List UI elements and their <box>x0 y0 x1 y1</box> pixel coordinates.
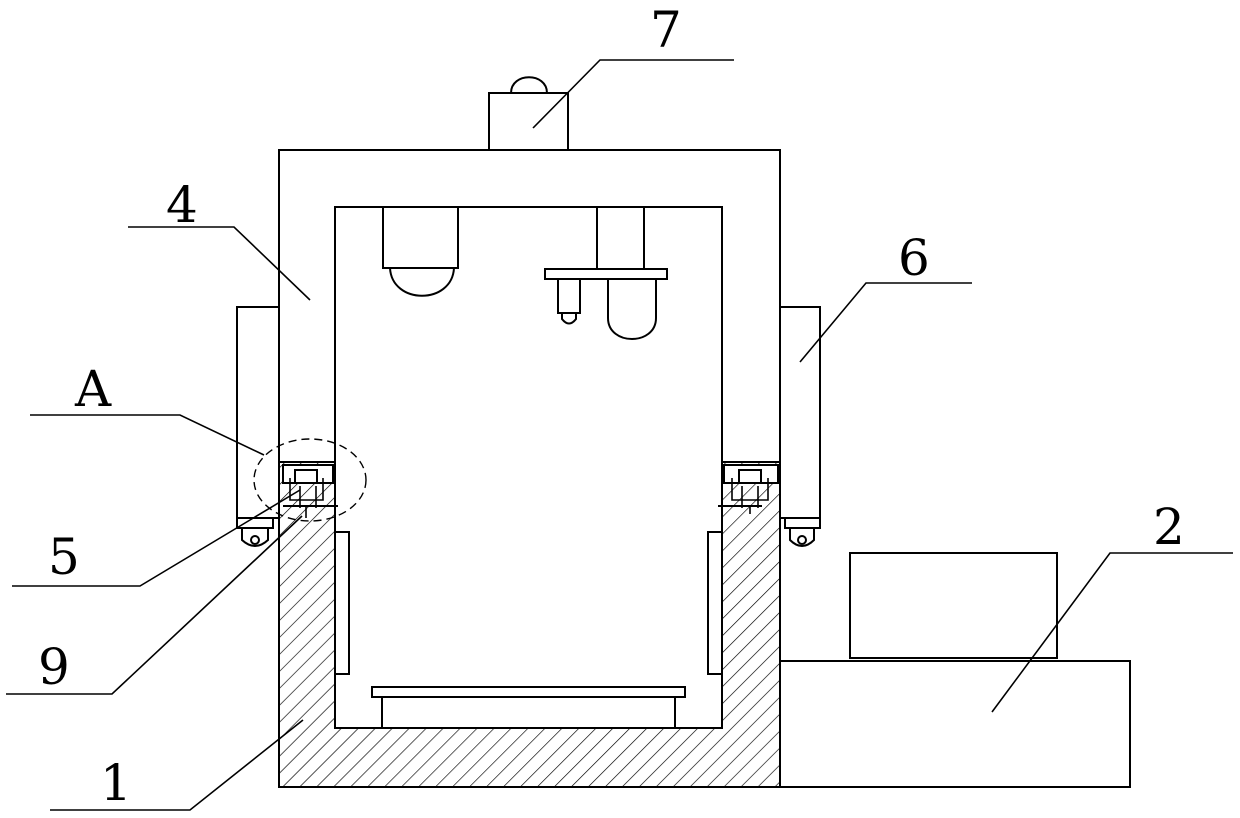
top-unit-7 <box>489 77 568 150</box>
label-7: 7 <box>650 1 682 59</box>
right-wheel <box>785 518 820 546</box>
label-1: 1 <box>100 754 132 812</box>
left-side-panel <box>237 307 279 518</box>
left-inner-slot <box>335 532 349 674</box>
label-a: A <box>74 360 112 418</box>
right-inner-slot <box>708 532 722 674</box>
base-body-1 <box>279 462 780 787</box>
label-4: 4 <box>166 176 198 234</box>
right-side-panel-6 <box>780 307 820 518</box>
control-box-2 <box>780 553 1130 787</box>
ceiling-manipulator <box>545 207 667 339</box>
left-wheel <box>237 518 273 546</box>
label-9: 9 <box>38 638 70 696</box>
cover-frame-4 <box>279 150 780 462</box>
ceiling-lamp <box>383 207 458 296</box>
label-5: 5 <box>48 528 80 586</box>
label-6: 6 <box>898 229 930 287</box>
label-2: 2 <box>1153 498 1185 556</box>
bottom-platform <box>372 687 685 728</box>
